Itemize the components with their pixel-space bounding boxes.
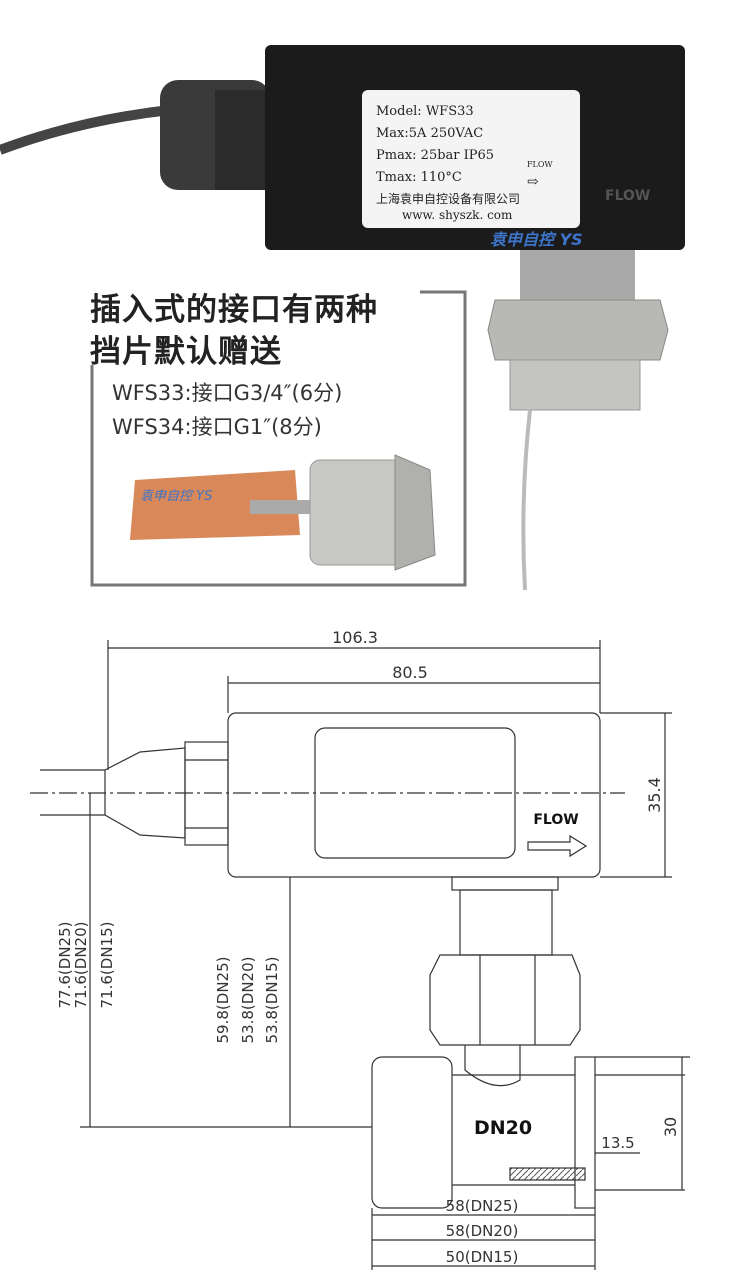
label-flow: FLOW — [527, 160, 553, 169]
product-label: Model: WFS33 Max:5A 250VAC Pmax: 25bar I… — [362, 90, 580, 228]
paddle — [521, 409, 532, 591]
overall-length-text: 106.3 — [332, 628, 378, 647]
label-pmax: Pmax: 25bar IP65 — [376, 148, 495, 163]
tee-length-dn25: 58(DN25) — [446, 1197, 519, 1215]
label-website: www. shyszk. com — [402, 208, 513, 222]
dim-thread-depth: 13.5 — [595, 1134, 640, 1154]
callout-heading-2: 挡片默认赠送 — [90, 334, 282, 370]
label-tmax: Tmax: 110°C — [376, 170, 462, 185]
dim-port-height: 30 — [661, 1057, 683, 1190]
thread-fitting — [309, 459, 406, 566]
dim-body-height: 35.4 — [600, 712, 672, 878]
inner-height-dn15: 53.8(DN15) — [263, 957, 281, 1044]
collar-outline — [451, 876, 559, 891]
housing-flow-mark: FLOW — [605, 188, 650, 204]
body-height-text: 35.4 — [645, 777, 664, 813]
label-window-outline — [314, 727, 516, 859]
copper-paddle — [130, 470, 300, 540]
pipe-size-label: DN20 — [474, 1117, 532, 1139]
flow-label: FLOW — [533, 812, 578, 828]
callout-watermark: 袁申自控 YS — [140, 489, 212, 504]
inner-height-dn25: 59.8(DN25) — [214, 957, 232, 1044]
spec-wfs33: WFS33:接口G3/4″(6分) — [112, 381, 343, 405]
tee-fitting-outline — [371, 1056, 690, 1209]
tee-length-dn20: 58(DN20) — [446, 1222, 519, 1240]
spec-wfs34: WFS34:接口G1″(8分) — [112, 415, 322, 439]
inner-height-dn20: 53.8(DN20) — [239, 957, 257, 1044]
stem-outline — [459, 889, 553, 956]
flow-arrow-icon: ⇨ — [527, 174, 539, 190]
label-company: 上海袁申自控设备有限公司 — [376, 192, 521, 206]
hex-nut — [487, 299, 669, 361]
flow-arrow-icon — [527, 834, 588, 858]
thread-depth-text: 13.5 — [601, 1134, 634, 1152]
body-length-text: 80.5 — [392, 663, 428, 682]
callout-heading-1: 插入式的接口有两种 — [90, 292, 378, 328]
tee-length-dn15: 50(DN15) — [446, 1248, 519, 1266]
dim-left-heights: 77.6(DN25) 71.6(DN20) 71.6(DN15) — [56, 922, 116, 1009]
dimension-drawing: 106.3 80.5 FLOW 35.4 DN20 30 — [30, 628, 690, 1270]
left-height-dn15: 71.6(DN15) — [98, 922, 116, 1009]
switch-body-outline — [227, 712, 601, 878]
hex-nut-outline — [429, 954, 581, 1046]
callout-frame — [90, 290, 467, 587]
dim-inner-heights: 59.8(DN25) 53.8(DN20) 53.8(DN15) — [214, 957, 281, 1044]
label-model: Model: WFS33 — [376, 104, 474, 119]
dim-overall-length: 106.3 — [107, 628, 601, 770]
stem — [520, 250, 635, 300]
thread — [509, 359, 641, 411]
cable — [0, 105, 171, 155]
left-height-dn20: 71.6(DN20) — [72, 922, 90, 1009]
dim-tee-lengths: 58(DN25) 58(DN20) 50(DN15) — [446, 1197, 519, 1266]
port-height-text: 30 — [661, 1117, 680, 1137]
label-max: Max:5A 250VAC — [376, 126, 484, 141]
watermark: 袁申自控 YS — [490, 230, 583, 249]
left-height-dn25: 77.6(DN25) — [56, 922, 74, 1009]
dim-body-length: 80.5 — [227, 663, 600, 713]
